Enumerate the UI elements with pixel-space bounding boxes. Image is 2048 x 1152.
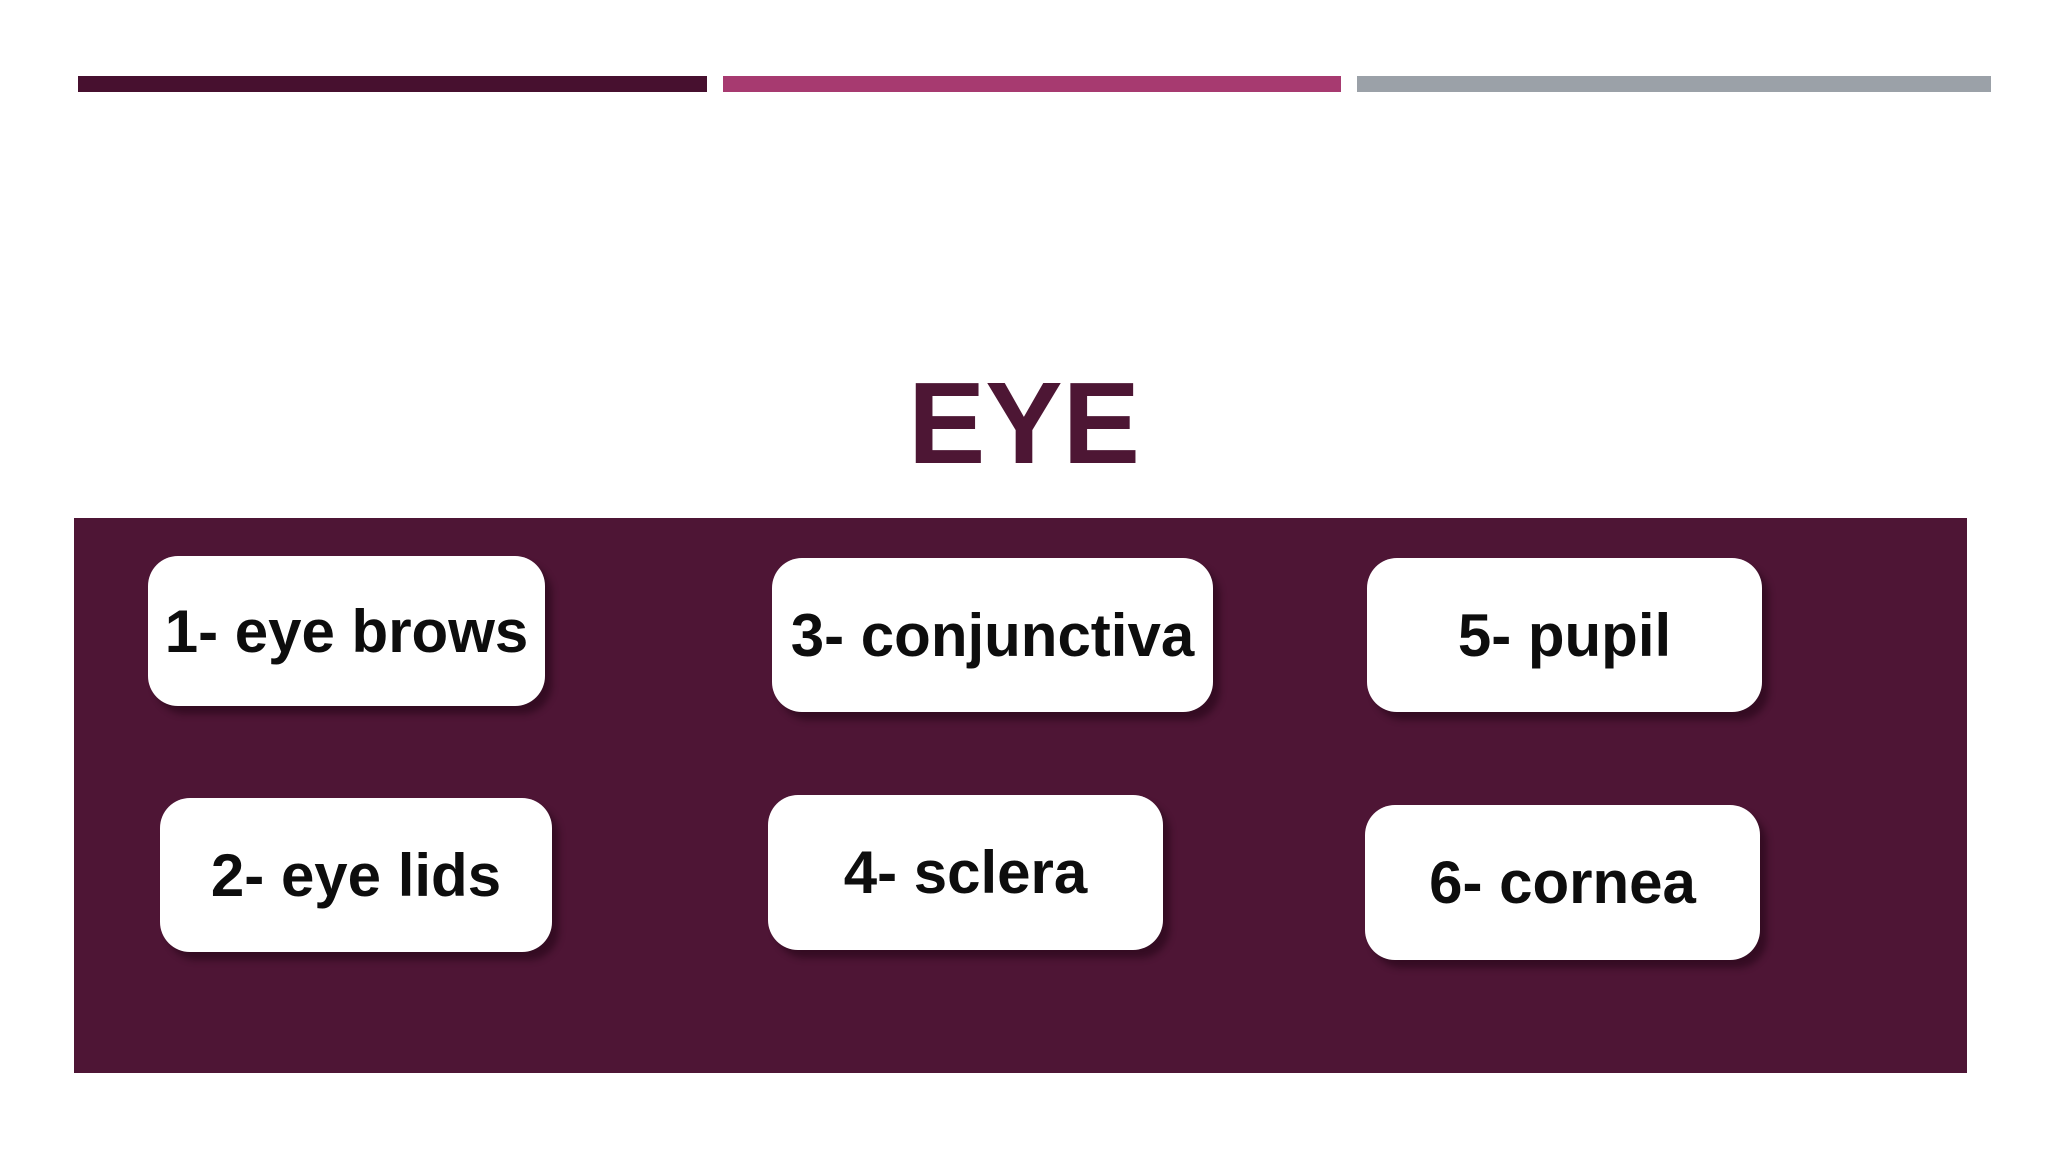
top-accent-bar-left <box>78 76 707 92</box>
label-box-pupil: 5- pupil <box>1367 558 1762 712</box>
label-box-sclera: 4- sclera <box>768 795 1163 950</box>
label-text-eye-brows: 1- eye brows <box>164 597 529 665</box>
label-text-cornea: 6- cornea <box>1429 849 1696 916</box>
top-accent-bar-middle <box>723 76 1341 92</box>
label-text-eye-lids: 2- eye lids <box>210 841 502 909</box>
label-text-pupil: 5- pupil <box>1457 601 1672 669</box>
top-accent-bar-right <box>1357 76 1991 92</box>
label-text-sclera: 4- sclera <box>843 839 1088 906</box>
content-panel: 1- eye brows 3- conjunctiva 5- pupil 2- … <box>74 518 1967 1073</box>
label-text-conjunctiva: 3- conjunctiva <box>790 601 1195 669</box>
label-box-cornea: 6- cornea <box>1365 805 1760 960</box>
label-box-conjunctiva: 3- conjunctiva <box>772 558 1213 712</box>
label-box-eye-lids: 2- eye lids <box>160 798 552 952</box>
label-box-eye-brows: 1- eye brows <box>148 556 545 706</box>
slide-title: EYE <box>907 357 1141 488</box>
